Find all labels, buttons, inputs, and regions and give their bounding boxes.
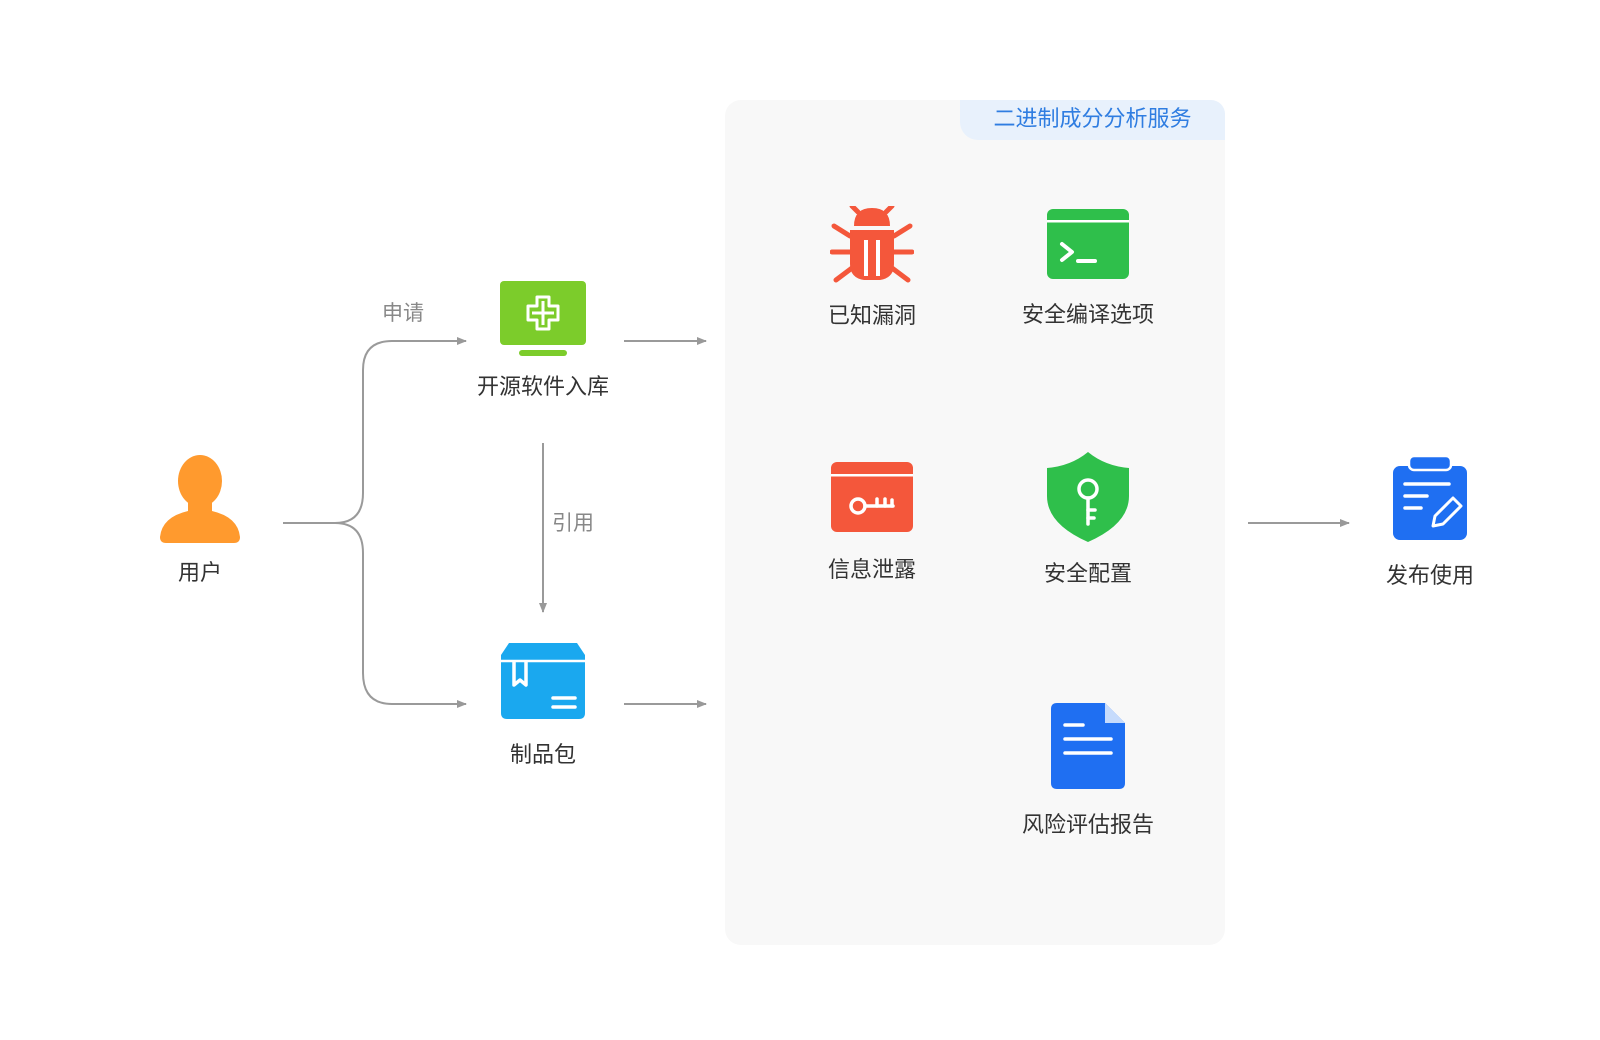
service-item-risk-assessment-report: 风险评估报告: [1003, 703, 1173, 839]
service-panel: [725, 100, 1225, 945]
service-panel-title: 二进制成分分析服务: [960, 100, 1225, 140]
service-item-known-vulnerabilities: 已知漏洞: [792, 206, 952, 330]
service-item-security-configuration-label: 安全配置: [1043, 562, 1132, 587]
node-user-label: 用户: [177, 561, 222, 586]
node-pkg-label: 制品包: [509, 743, 576, 768]
bug-icon: [830, 206, 914, 283]
node-publish: 发布使用: [1365, 456, 1495, 590]
edge-label-apply: 申请: [382, 301, 424, 325]
key-card-icon: [831, 462, 913, 532]
edge-label-reference: 引用: [552, 511, 594, 535]
package-box-icon: [501, 643, 585, 719]
shield-key-icon: [1047, 452, 1129, 542]
service-item-information-leakage-label: 信息泄露: [827, 558, 916, 583]
person-icon: [160, 455, 240, 543]
service-item-risk-assessment-report-label: 风险评估报告: [1021, 813, 1154, 838]
monitor-plus-icon: [500, 281, 586, 356]
node-publish-label: 发布使用: [1385, 564, 1474, 589]
edge-user-to-pkg: [334, 522, 467, 708]
service-item-secure-compile-options: 安全编译选项: [1003, 209, 1173, 329]
service-item-known-vulnerabilities-label: 已知漏洞: [827, 304, 916, 329]
service-item-secure-compile-options-label: 安全编译选项: [1021, 303, 1154, 328]
document-icon: [1051, 703, 1125, 789]
node-oss: 开源软件入库: [463, 281, 623, 401]
node-pkg: 制品包: [463, 643, 623, 769]
service-item-security-configuration: 安全配置: [1013, 452, 1163, 588]
node-oss-label: 开源软件入库: [476, 375, 609, 400]
edge-user-to-oss: [283, 337, 467, 524]
service-item-information-leakage: 信息泄露: [792, 462, 952, 584]
node-user: 用户: [150, 453, 250, 587]
terminal-icon: [1047, 209, 1129, 279]
clipboard-edit-icon: [1393, 456, 1467, 540]
